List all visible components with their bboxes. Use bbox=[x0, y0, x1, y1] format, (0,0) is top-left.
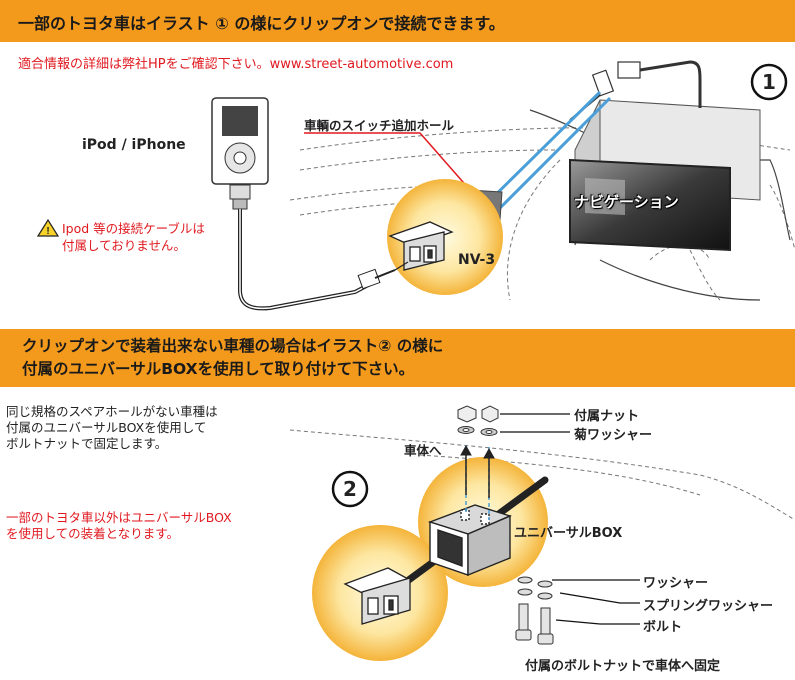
cable-connector bbox=[357, 261, 409, 290]
ipod-device bbox=[211, 97, 269, 210]
illustration-1-number: 1 bbox=[762, 70, 776, 94]
section2-banner-line1: クリップオンで装着出来ない車種の場合はイラスト② の様に bbox=[22, 337, 444, 355]
toyota-note-line1: 一部のトヨタ車以外はユニバーサルBOX bbox=[6, 510, 232, 525]
dashboard-outline-2 bbox=[289, 429, 795, 521]
bolt-label: ボルト bbox=[643, 620, 683, 635]
nv3-device bbox=[388, 221, 454, 271]
cable-warning-line1: Ipod 等の接続ケーブルは bbox=[62, 221, 205, 236]
universal-note-line1: 同じ規格のスペアホールがない車種は bbox=[6, 404, 218, 419]
leader-lines bbox=[500, 413, 640, 625]
to-body-label: 車体へ bbox=[404, 443, 442, 458]
bolts bbox=[515, 603, 554, 645]
website-note: 適合情報の詳細は弊社HPをご確認下さい。www.street-automotiv… bbox=[18, 57, 454, 72]
lower-washers bbox=[517, 576, 553, 600]
washer-label: ワッシャー bbox=[643, 576, 709, 591]
switch-hole-pointer bbox=[304, 132, 471, 191]
nut-label: 付属ナット bbox=[574, 409, 640, 424]
universal-box-label: ユニバーサルBOX bbox=[514, 526, 623, 541]
toyota-note-line2: を使用しての装着となります。 bbox=[6, 526, 180, 541]
universal-note-line2: 付属のユニバーサルBOXを使用して bbox=[6, 420, 207, 435]
navigation-label: ナビゲーション bbox=[574, 193, 679, 211]
section2-banner-line2: 付属のユニバーサルBOXを使用して取り付けて下さい。 bbox=[22, 360, 415, 378]
fix-caption: 付属のボルトナットで車体へ固定 bbox=[525, 659, 721, 674]
ipod-cable bbox=[238, 209, 373, 311]
universal-box bbox=[427, 504, 513, 577]
spring-washer-label: スプリングワッシャー bbox=[643, 599, 774, 614]
section1-banner: 一部のトヨタ車はイラスト ① の様にクリップオンで接続できます。 bbox=[0, 0, 795, 42]
illustration-2-badge bbox=[331, 470, 369, 508]
ipod-label: iPod / iPhone bbox=[82, 137, 186, 153]
section2-banner: クリップオンで装着出来ない車種の場合はイラスト② の様に 付属のユニバーサルBO… bbox=[0, 329, 795, 387]
warning-icon: ! bbox=[36, 218, 60, 237]
universal-note-line3: ボルトナットで固定します。 bbox=[6, 436, 168, 451]
nv3-label: NV-3 bbox=[458, 252, 496, 268]
section1-banner-text: 一部のトヨタ車はイラスト ① の様にクリップオンで接続できます。 bbox=[18, 14, 505, 33]
svg-text:!: ! bbox=[46, 226, 49, 237]
nv3-device-lower bbox=[343, 567, 412, 625]
illustration-2-number: 2 bbox=[343, 477, 357, 501]
switch-hole-label: 車輌のスイッチ追加ホール bbox=[304, 118, 455, 133]
illustration-1-badge bbox=[750, 63, 788, 101]
cable-warning-line2: 付属しておりません。 bbox=[62, 238, 186, 253]
lock-washer-label: 菊ワッシャー bbox=[574, 428, 653, 443]
nut-set bbox=[457, 405, 499, 436]
navigation-unit bbox=[569, 99, 761, 252]
up-arrows bbox=[460, 444, 495, 498]
